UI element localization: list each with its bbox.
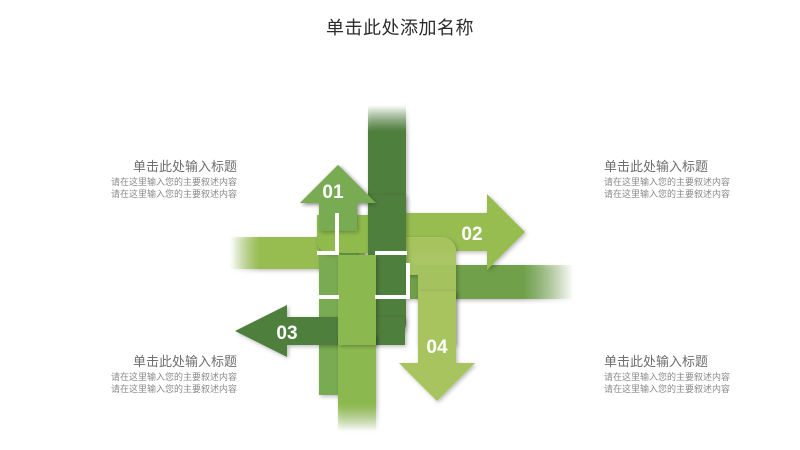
interlocking-arrows-diagram: 01 02 03 04 <box>225 95 575 435</box>
text-block-body-line-2: 请在这里输入您的主要叙述内容 <box>110 189 237 199</box>
text-block-body-line-2: 请在这里输入您的主要叙述内容 <box>604 189 731 199</box>
text-block-body-line-1: 请在这里输入您的主要叙述内容 <box>110 177 237 187</box>
text-block-top-left[interactable]: 单击此处输入标题 请在这里输入您的主要叙述内容 请在这里输入您的主要叙述内容 <box>47 158 237 200</box>
text-block-heading: 单击此处输入标题 <box>604 159 709 174</box>
arrow-02-number: 02 <box>461 224 482 245</box>
text-block-heading: 单击此处输入标题 <box>132 354 237 369</box>
text-block-body-line-2: 请在这里输入您的主要叙述内容 <box>110 384 237 394</box>
text-block-heading: 单击此处输入标题 <box>132 159 237 174</box>
text-block-body-line-1: 请在这里输入您的主要叙述内容 <box>604 177 731 187</box>
arrow-01-head-overlay <box>300 165 376 231</box>
text-block-bottom-right[interactable]: 单击此处输入标题 请在这里输入您的主要叙述内容 请在这里输入您的主要叙述内容 <box>604 353 794 395</box>
arrow-04-number: 04 <box>426 337 448 358</box>
text-block-bottom-left[interactable]: 单击此处输入标题 请在这里输入您的主要叙述内容 请在这里输入您的主要叙述内容 <box>47 353 237 395</box>
text-block-body-line-1: 请在这里输入您的主要叙述内容 <box>604 372 731 382</box>
arrow-04-shape <box>399 291 475 401</box>
arrow-01-number: 01 <box>322 182 344 203</box>
page-title: 单击此处添加名称 <box>326 18 474 38</box>
bar-bottom <box>338 335 376 431</box>
text-block-body-line-2: 请在这里输入您的主要叙述内容 <box>604 384 731 394</box>
text-block-body-line-1: 请在这里输入您的主要叙述内容 <box>110 372 237 382</box>
weave-slits <box>317 213 410 299</box>
text-block-heading: 单击此处输入标题 <box>604 354 709 369</box>
arrow-02-vertical-weave <box>338 255 376 345</box>
text-block-top-right[interactable]: 单击此处输入标题 请在这里输入您的主要叙述内容 请在这里输入您的主要叙述内容 <box>604 158 794 200</box>
arrow-03-number: 03 <box>276 323 297 344</box>
